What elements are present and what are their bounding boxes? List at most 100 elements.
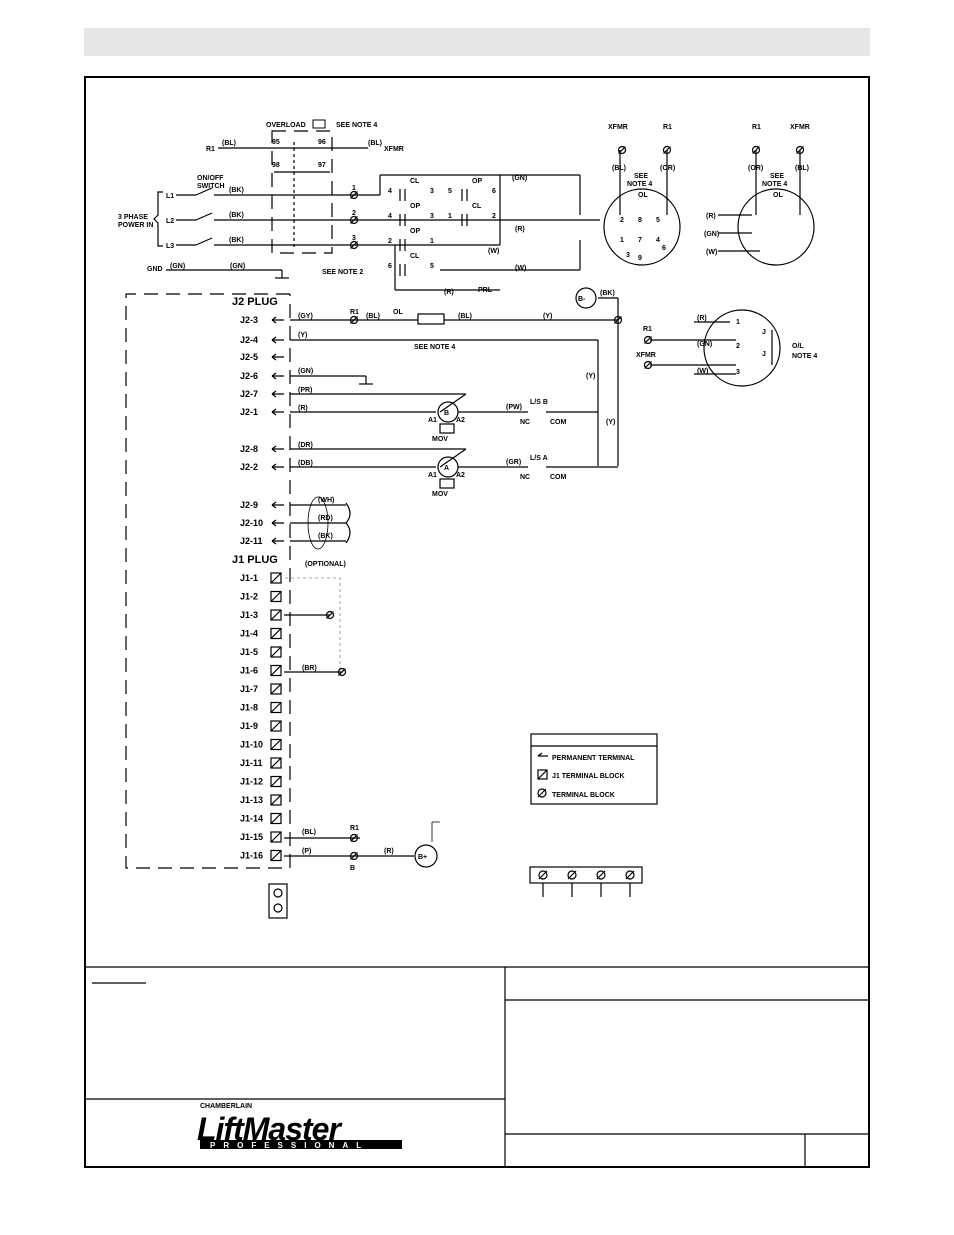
svg-text:(DR): (DR): [298, 442, 313, 449]
svg-text:(P): (P): [302, 848, 311, 855]
svg-text:3: 3: [352, 235, 356, 242]
power-in-label: 3 PHASE: [118, 214, 148, 221]
ls-a-label: L/S A: [530, 455, 548, 462]
svg-text:SWITCH: SWITCH: [197, 183, 225, 190]
contactors: (GN) 4 CL 3 5 OP 6 4 OP 3 1 CL 2 (R) 2 O…: [322, 174, 600, 296]
strip-terminal: [567, 870, 577, 880]
svg-text:(BK): (BK): [600, 290, 615, 297]
legend-j1-block: J1 TERMINAL BLOCK: [552, 773, 625, 780]
j1-terminal: [270, 720, 282, 732]
header-bar: [84, 28, 870, 56]
permanent-terminal: [271, 445, 284, 453]
see-note-2: SEE NOTE 2: [322, 269, 363, 276]
j2-pin-label: J2-5: [240, 352, 258, 362]
j1-terminal: [270, 794, 282, 806]
j1-pin-label: J1-5: [240, 647, 258, 657]
svg-text:OL: OL: [773, 192, 783, 199]
svg-text:(WH): (WH): [318, 497, 334, 504]
j1-terminal: [270, 701, 282, 714]
svg-text:R1: R1: [350, 309, 359, 316]
j1-pin-label: J1-4: [240, 629, 258, 639]
legend: PERMANENT TERMINAL J1 TERMINAL BLOCK TER…: [530, 733, 658, 805]
overload-label: OVERLOAD: [266, 122, 306, 129]
svg-text:COM: COM: [550, 474, 567, 481]
svg-text:8: 8: [638, 217, 642, 224]
svg-text:(BL): (BL): [222, 140, 236, 147]
strip-terminal: [625, 870, 635, 880]
svg-text:(BL): (BL): [302, 829, 316, 836]
term-97: 97: [318, 162, 326, 169]
svg-text:(W): (W): [706, 249, 717, 256]
b-plus-label: B+: [418, 854, 427, 861]
r1-left: R1: [206, 146, 215, 153]
svg-text:(RD): (RD): [318, 515, 333, 522]
l3-label: L3: [166, 243, 174, 250]
j2-wiring: (GY) R1 (BL) OL (BL) PRL (Y) B- (BK) SEE…: [290, 287, 619, 550]
j1-pin-label: J1-9: [240, 721, 258, 731]
svg-text:R1: R1: [752, 124, 761, 131]
svg-text:3: 3: [626, 252, 630, 259]
svg-text:B: B: [444, 410, 449, 417]
j2-pin-label: J2-11: [240, 536, 263, 546]
svg-text:(GN): (GN): [697, 341, 712, 348]
permanent-terminal: [271, 372, 284, 380]
svg-text:3: 3: [736, 369, 740, 376]
j1-pin-label: J1-6: [240, 666, 258, 676]
legend-permanent: PERMANENT TERMINAL: [552, 755, 635, 762]
svg-text:4: 4: [656, 237, 660, 244]
svg-text:MOV: MOV: [432, 436, 448, 443]
see-note-4-mid: SEE NOTE 4: [414, 344, 455, 351]
svg-text:9: 9: [638, 255, 642, 262]
j2-pin-label: J2-9: [240, 500, 258, 510]
svg-text:(R): (R): [515, 226, 525, 233]
svg-text:4: 4: [388, 188, 392, 195]
svg-text:(R): (R): [444, 289, 454, 296]
j1-terminal: [270, 812, 282, 825]
term-98: 98: [272, 162, 280, 169]
svg-text:B: B: [350, 865, 355, 872]
term-96: 96: [318, 139, 326, 146]
svg-text:(BK): (BK): [318, 533, 333, 540]
cl-3: CL: [410, 253, 420, 260]
svg-text:5: 5: [448, 188, 452, 195]
j1-terminal: [270, 849, 282, 862]
svg-text:(BL): (BL): [368, 140, 382, 147]
j1-terminal: [270, 609, 282, 621]
svg-text:POWER IN: POWER IN: [118, 222, 153, 229]
svg-text:NOTE 4: NOTE 4: [627, 181, 652, 188]
permanent-terminal: [271, 501, 284, 509]
svg-text:R1: R1: [350, 825, 359, 832]
svg-text:NC: NC: [520, 419, 530, 426]
see-note-4-top: SEE NOTE 4: [336, 122, 377, 129]
svg-text:(PR): (PR): [298, 387, 312, 394]
svg-text:2: 2: [352, 210, 356, 217]
ls-b-label: L/S B: [530, 399, 548, 406]
svg-text:(GN): (GN): [230, 263, 245, 270]
svg-text:SEE: SEE: [634, 173, 648, 180]
svg-text:(Y): (Y): [543, 313, 552, 320]
l1-label: L1: [166, 193, 174, 200]
j1-pin-label: J1-7: [240, 684, 258, 694]
strip-terminal: [538, 870, 548, 880]
svg-text:XFMR: XFMR: [790, 124, 810, 131]
svg-text:O/L: O/L: [792, 343, 804, 350]
permanent-terminal: [271, 537, 284, 545]
j1-terminal: [270, 572, 282, 584]
svg-text:(BL): (BL): [795, 165, 809, 172]
drawing-frame: [84, 76, 870, 1168]
j1-pin-label: J1-1: [240, 573, 258, 583]
xfmr-right: XFMR: [384, 146, 404, 153]
j1-plug-label: J1 PLUG: [232, 554, 278, 566]
svg-text:R1: R1: [643, 326, 652, 333]
j2-pin-label: J2-10: [240, 518, 263, 528]
svg-text:(GN): (GN): [298, 368, 313, 375]
j1-pin-label: J1-13: [240, 795, 263, 805]
svg-text:3: 3: [430, 188, 434, 195]
j1-pin-label: J1-3: [240, 610, 258, 620]
svg-text:J: J: [762, 329, 766, 336]
title-block: [85, 966, 869, 1168]
svg-text:XFMR: XFMR: [608, 124, 628, 131]
j1-pin-label: J1-2: [240, 592, 258, 602]
gnd-label: GND: [147, 266, 163, 273]
